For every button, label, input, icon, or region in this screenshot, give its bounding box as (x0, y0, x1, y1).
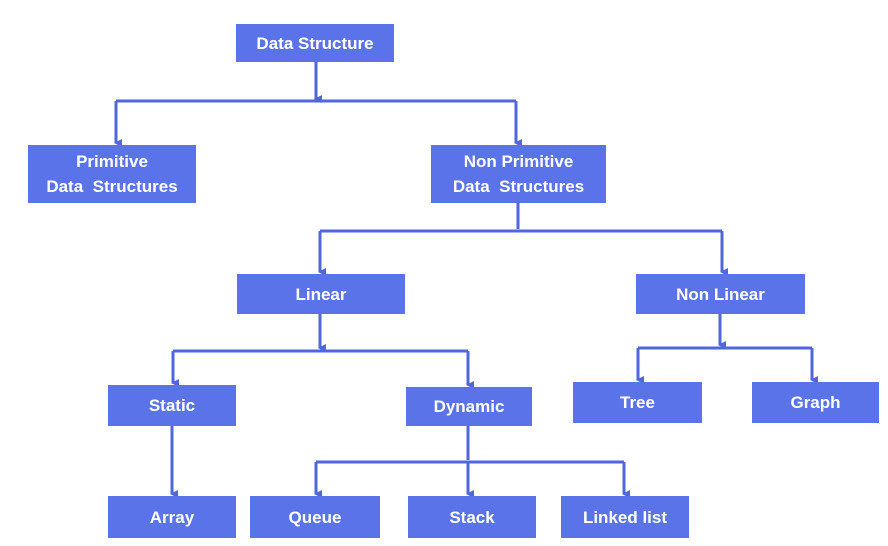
node-array-label: Array (149, 507, 195, 527)
node-queue: Queue (250, 496, 380, 538)
node-non-linear-label: Non Linear (676, 284, 765, 304)
node-non-linear: Non Linear (636, 274, 805, 314)
node-stack-label: Stack (449, 507, 495, 527)
node-primitive-data-structures: Primitive Data Structures (28, 145, 196, 203)
node-linked-list-label: Linked list (582, 507, 668, 527)
node-dynamic: Dynamic (406, 387, 532, 426)
node-data-structure: Data Structure (236, 24, 394, 62)
node-dynamic-label: Dynamic (433, 397, 505, 416)
node-graph: Graph (752, 382, 879, 423)
node-stack: Stack (408, 496, 536, 538)
node-linear: Linear (237, 274, 405, 314)
node-queue-label: Queue (288, 507, 342, 527)
node-array: Array (108, 496, 236, 538)
node-tree: Tree (573, 382, 702, 423)
node-primitive-label-line2: Data Structures (46, 177, 178, 196)
node-non-primitive-label-line1: Non Primitive (463, 152, 574, 171)
node-primitive-label-line1: Primitive (76, 152, 148, 171)
node-tree-label: Tree (620, 393, 655, 412)
node-static: Static (108, 385, 236, 426)
node-data-structure-label: Data Structure (256, 33, 374, 53)
node-graph-label: Graph (790, 393, 841, 412)
node-non-primitive-label-line2: Data Structures (452, 177, 585, 196)
node-linked-list: Linked list (561, 496, 689, 538)
node-non-primitive-data-structures: Non Primitive Data Structures (431, 145, 606, 203)
node-static-label: Static (148, 396, 196, 415)
node-linear-label: Linear (295, 284, 347, 304)
